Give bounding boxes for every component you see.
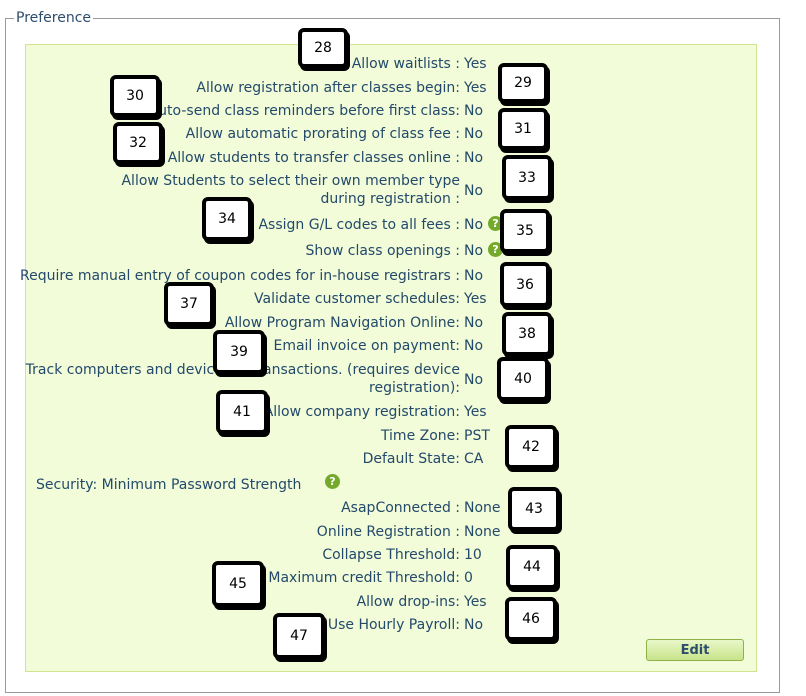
security-password-strength-label: Security: Minimum Password Strength [36, 477, 302, 493]
annotation-badge: 42 [505, 425, 557, 469]
row-value: Yes [464, 56, 487, 72]
annotation-badge: 33 [502, 155, 552, 200]
row-label: Require manual entry of coupon codes for… [20, 268, 460, 284]
row-value: Yes [464, 80, 487, 96]
help-icon[interactable]: ? [488, 242, 503, 257]
preference-fieldset [5, 18, 780, 693]
row-value: No [464, 268, 484, 284]
annotation-badge: 43 [508, 487, 560, 531]
row-value: None [464, 500, 501, 516]
row-value: None [464, 524, 501, 540]
row-value: No [464, 338, 484, 354]
row-label: Allow company registration: [263, 404, 460, 420]
row-value: No [464, 315, 484, 331]
annotation-badge: 38 [502, 312, 552, 356]
row-label: Show class openings : [305, 243, 460, 259]
help-icon[interactable]: ? [325, 474, 340, 489]
row-track-devices: Track computers and devices in transacti… [0, 361, 806, 401]
row-value: No [464, 617, 484, 633]
row-label: Allow Program Navigation Online: [224, 315, 460, 331]
annotation-badge: 32 [113, 122, 163, 164]
annotation-badge: 34 [202, 197, 252, 241]
row-label: Time Zone: [380, 428, 460, 444]
annotation-badge: 31 [498, 108, 548, 150]
row-value: No [464, 150, 484, 166]
annotation-badge: 36 [500, 262, 550, 307]
row-value: No [464, 372, 484, 388]
row-label: Allow Students to select their own membe… [121, 173, 460, 207]
row-value: Yes [464, 594, 487, 610]
annotation-badge: 40 [497, 357, 549, 401]
annotation-badge: 41 [216, 390, 268, 434]
row-value: No [464, 217, 484, 233]
row-label: Online Registration : [316, 524, 460, 540]
annotation-badge: 39 [213, 330, 265, 374]
preference-legend: Preference [14, 9, 94, 27]
row-label: Use Hourly Payroll: [327, 617, 460, 633]
row-label: Validate customer schedules: [254, 291, 460, 307]
row-select-member-type: Allow Students to select their own membe… [0, 172, 806, 212]
edit-button[interactable]: Edit [646, 639, 744, 661]
row-label: Maximum credit Threshold: [268, 570, 460, 586]
annotation-badge: 30 [110, 75, 160, 117]
annotation-badge: 47 [273, 613, 325, 659]
row-label: Collapse Threshold: [322, 547, 460, 563]
row-value: No [464, 183, 484, 199]
row-value: 10 [464, 547, 482, 563]
row-label: Default State: [362, 451, 460, 467]
row-value: 0 [464, 570, 473, 586]
row-label: Allow waitlists : [351, 56, 460, 72]
row-value: PST [464, 428, 490, 444]
annotation-badge: 46 [505, 597, 557, 641]
annotation-badge: 28 [298, 28, 348, 68]
row-value: Yes [464, 291, 487, 307]
row-value: CA [464, 451, 484, 467]
row-value: No [464, 103, 484, 119]
annotation-badge: 44 [506, 545, 558, 589]
row-label: AsapConnected : [341, 500, 460, 516]
row-label: Auto-send class reminders before first c… [148, 103, 460, 119]
annotation-badge: 35 [500, 209, 550, 253]
annotation-badge: 29 [498, 63, 548, 103]
row-value: No [464, 126, 484, 142]
row-value: No [464, 243, 484, 259]
row-label: Assign G/L codes to all fees : [258, 217, 460, 233]
annotation-badge: 45 [212, 561, 264, 607]
row-label: Email invoice on payment: [273, 338, 460, 354]
row-label: Allow registration after classes begin: [196, 80, 460, 96]
row-value: Yes [464, 404, 487, 420]
row-label: Allow students to transfer classes onlin… [167, 150, 460, 166]
row-label: Allow automatic prorating of class fee : [185, 126, 460, 142]
help-icon[interactable]: ? [488, 216, 503, 231]
annotation-badge: 37 [164, 282, 214, 326]
row-label: Allow drop-ins: [356, 594, 460, 610]
